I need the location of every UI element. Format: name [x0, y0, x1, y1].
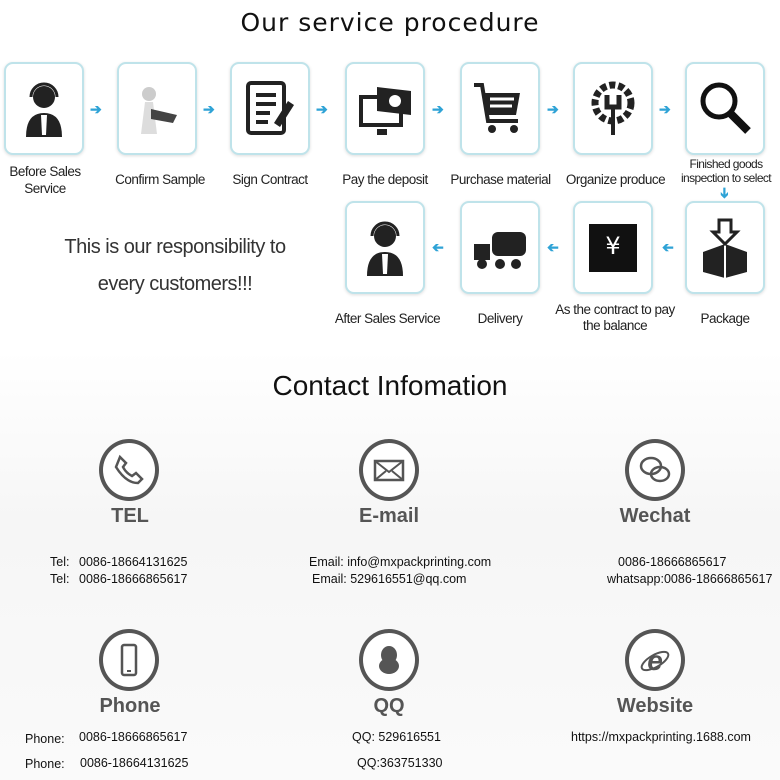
step-label: Finished goods inspection to select — [680, 157, 772, 185]
tel-prefix: Tel: — [50, 555, 70, 569]
gear-wrench-icon — [591, 81, 635, 135]
contact-title: Contact Infomation — [272, 370, 508, 401]
shopping-cart-icon — [474, 82, 520, 133]
step-delivery — [460, 201, 540, 294]
step-label: Before Sales Service — [9, 164, 81, 196]
website-label: Website — [616, 695, 694, 717]
whatsapp-number[interactable]: whatsapp:0086-18666865617 — [607, 572, 773, 586]
yen-icon: ¥ — [589, 223, 637, 272]
contact-section — [0, 350, 780, 780]
email-address[interactable]: Email: 529616551@qq.com — [312, 572, 467, 586]
mobile-phone-icon — [99, 629, 159, 691]
wechat-label: Wechat — [619, 505, 691, 527]
arrow-right-icon: ➔ — [90, 101, 102, 117]
website-link[interactable]: https://mxpackprinting.1688.com — [571, 730, 751, 744]
phone-label: Phone — [99, 695, 161, 717]
customer-service-icon — [26, 82, 62, 137]
step-purchase-material — [460, 62, 540, 155]
contract-icon — [246, 80, 294, 135]
arrow-left-icon: ➔ — [662, 239, 674, 255]
step-label: Delivery — [477, 311, 523, 326]
package-icon — [703, 218, 747, 278]
svg-text:e: e — [647, 645, 663, 676]
chess-icon — [141, 86, 177, 134]
procedure-title: Our service procedure — [240, 8, 540, 37]
customer-service-icon — [367, 221, 403, 276]
qq-label: QQ — [373, 695, 405, 717]
step-inspection — [685, 62, 765, 155]
step-sign-contract — [230, 62, 310, 155]
email-address[interactable]: Email: info@mxpackprinting.com — [309, 555, 492, 569]
email-label: E-mail — [358, 505, 420, 527]
step-label: Pay the deposit — [342, 172, 428, 187]
arrow-right-icon: ➔ — [432, 101, 444, 117]
envelope-icon — [359, 439, 419, 501]
step-label: Purchase material — [450, 172, 551, 187]
tel-number[interactable]: 0086-18664131625 — [79, 555, 188, 569]
phone-prefix: Phone: — [25, 757, 65, 771]
step-package — [685, 201, 765, 294]
arrow-left-icon: ➔ — [547, 239, 559, 255]
tel-number[interactable]: 0086-18666865617 — [79, 572, 188, 586]
qq-number[interactable]: QQ:363751330 — [357, 756, 443, 770]
slogan: This is our responsibility to every cust… — [64, 236, 286, 295]
step-label: Sign Contract — [232, 172, 308, 187]
step-label: Confirm Sample — [115, 172, 205, 187]
step-organize-produce — [573, 62, 653, 155]
arrow-right-icon: ➔ — [547, 101, 559, 117]
step-pay-balance: ¥ — [573, 201, 653, 294]
arrow-down-icon: ➔ — [716, 187, 733, 199]
step-pay-deposit — [345, 62, 425, 155]
step-label: As the contract to pay the balance — [555, 302, 675, 333]
step-label: Organize produce — [565, 172, 666, 187]
internet-explorer-icon: e — [625, 629, 685, 691]
arrow-right-icon: ➔ — [659, 101, 671, 117]
arrow-right-icon: ➔ — [316, 101, 328, 117]
arrow-left-icon: ➔ — [432, 239, 444, 255]
wechat-icon — [625, 439, 685, 501]
wechat-number[interactable]: 0086-18666865617 — [618, 555, 727, 569]
arrow-right-icon: ➔ — [203, 101, 215, 117]
step-before-sales — [4, 62, 84, 155]
phone-number[interactable]: 0086-18666865617 — [79, 730, 188, 744]
tel-label: TEL — [111, 505, 149, 527]
tel-prefix: Tel: — [50, 572, 70, 586]
phone-number[interactable]: 0086-18664131625 — [80, 756, 189, 770]
step-label: Package — [700, 311, 750, 326]
phone-handset-icon — [99, 439, 159, 501]
truck-icon — [474, 231, 526, 269]
phone-prefix: Phone: — [25, 732, 65, 746]
money-monitor-icon — [359, 86, 411, 135]
qq-number[interactable]: QQ: 529616551 — [352, 730, 441, 744]
qq-penguin-icon — [359, 629, 419, 691]
step-label: After Sales Service — [334, 311, 441, 326]
svg-text:¥: ¥ — [605, 232, 620, 260]
step-after-sales — [345, 201, 425, 294]
magnifier-icon — [700, 82, 751, 134]
step-confirm-sample — [117, 62, 197, 155]
